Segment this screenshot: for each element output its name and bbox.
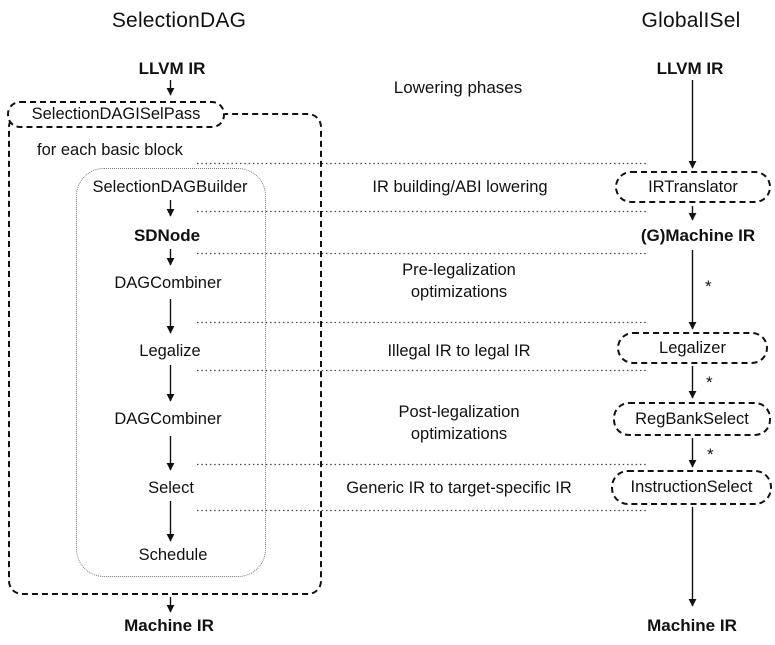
stage-gmachine-ir: (G)Machine IR [640,226,756,245]
stage-schedule: Schedule [138,546,208,564]
phase-label-post-legalization: Post-legalization optimizations [398,403,520,443]
selectiondagiselpass-box: SelectionDAGISelPass [7,101,225,128]
phase-label-illegal-to-legal: Illegal IR to legal IR [387,342,531,360]
stage-selectiondagbuilder: SelectionDAGBuilder [92,178,248,196]
stage-irtranslator-box: IRTranslator [615,171,771,203]
llvm-ir-label-left: LLVM IR [138,59,206,78]
selectiondag-title: SelectionDAG [111,9,247,32]
stage-regbankselect-box: RegBankSelect [613,402,771,436]
stage-legalizer-label: Legalizer [659,338,726,357]
stage-dagcombiner-2: DAGCombiner [114,410,222,428]
stage-regbankselect-label: RegBankSelect [635,409,749,428]
stage-instructionselect-box: InstructionSelect [611,470,772,505]
repeat-asterisk-2: * [706,373,713,392]
machine-ir-label-right: Machine IR [647,616,737,635]
selectiondagiselpass-label: SelectionDAGISelPass [31,105,201,123]
stage-instructionselect-label: InstructionSelect [630,478,753,496]
stage-sdnode: SDNode [133,226,201,245]
basic-block-loop-box [76,168,266,577]
phase-label-generic-to-target: Generic IR to target-specific IR [346,479,572,497]
llvm-ir-label-right: LLVM IR [656,59,724,78]
for-each-basic-block-label: for each basic block [37,141,183,159]
stage-legalize: Legalize [139,342,201,360]
machine-ir-label-left: Machine IR [124,616,214,635]
phase-label-pre-legalization: Pre-legalization optimizations [402,261,516,301]
phase-label-ir-building: IR building/ABI lowering [372,178,548,196]
repeat-asterisk-3: * [707,445,714,464]
stage-irtranslator-label: IRTranslator [648,177,738,196]
stage-legalizer-box: Legalizer [617,332,768,364]
lowering-phases-header: Lowering phases [393,78,523,97]
stage-dagcombiner-1: DAGCombiner [114,274,222,292]
globalisel-title: GlobalISel [641,9,741,32]
stage-select: Select [148,479,194,497]
repeat-asterisk-1: * [705,277,712,296]
